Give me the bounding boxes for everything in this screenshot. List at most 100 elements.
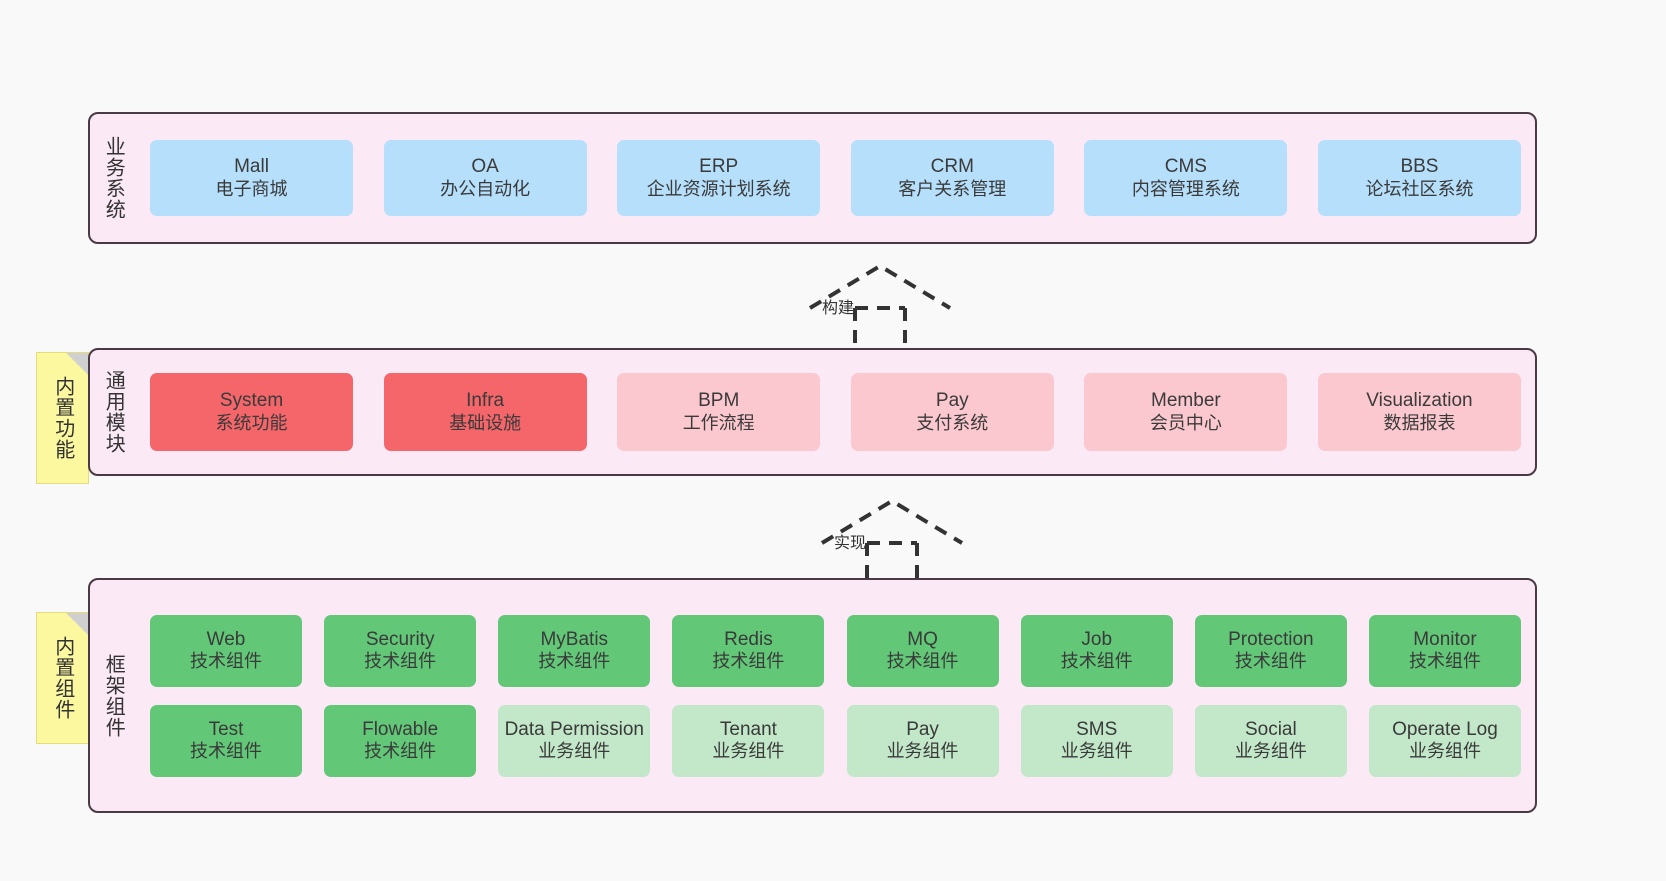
card-name: Tenant [719,718,777,740]
card-desc: 办公自动化 [440,178,531,199]
card-name: Pay [906,718,939,740]
card-desc: 业务组件 [1060,741,1133,762]
card-name: Flowable [362,718,439,740]
connector-implement-label: 实现 [834,535,867,552]
connector-implement: 实现 [812,493,972,588]
card-desc: 技术组件 [886,651,959,672]
card-name: Security [365,628,435,650]
card-name: MQ [907,628,938,650]
card-desc: 系统功能 [215,412,288,433]
card-name: SMS [1076,718,1118,740]
card-name: System [219,390,284,412]
card-desc: 技术组件 [190,651,262,672]
card-desc: 技术组件 [1234,651,1307,672]
card-name: Mall [234,156,269,178]
card-desc: 业务组件 [712,741,785,762]
card-name: ERP [699,156,739,178]
card-desc: 技术组件 [190,741,262,762]
layer-common-modules-title: 通用模块 [102,370,125,454]
card-desc: 论坛社区系统 [1365,178,1474,199]
card-desc: 技术组件 [1408,651,1481,672]
card-desc: 业务组件 [1234,741,1307,762]
card-desc: 业务组件 [886,741,959,762]
card-name: Operate Log [1392,718,1498,740]
connector-build: 构建 [800,258,960,353]
card-desc: 会员中心 [1149,412,1222,433]
card-desc: 工作流程 [682,412,755,433]
card-desc: 基础设施 [449,412,522,433]
card-desc: 内容管理系统 [1131,178,1240,199]
card-name: Job [1081,628,1113,650]
card-desc: 企业资源计划系统 [646,178,791,199]
card-name: CMS [1164,156,1207,178]
card-name: MyBatis [540,628,609,650]
card-desc: 数据报表 [1383,412,1456,433]
card-name: Social [1244,718,1297,740]
card-desc: 技术组件 [712,651,785,672]
card-desc: 技术组件 [1060,651,1133,672]
connector-build-label: 构建 [822,300,855,317]
card-desc: 技术组件 [538,651,611,672]
card-name: Infra [466,390,505,412]
card-desc: 业务组件 [1408,741,1481,762]
card-name: Redis [724,628,773,650]
card-name: Monitor [1413,628,1477,650]
card-name: Member [1151,390,1221,412]
note-builtin-features: 内置功能 [36,352,89,484]
card-name: CRM [930,156,974,178]
card-name: Protection [1228,628,1314,650]
card-desc: 业务组件 [538,741,611,762]
layer-framework-components-title: 框架组件 [102,653,125,738]
card-name: Pay [935,390,969,412]
card-desc: 技术组件 [364,651,437,672]
card-name: BBS [1400,156,1439,178]
card-name: Test [208,718,244,740]
note-builtin-components: 内置组件 [36,612,89,744]
card-name: Visualization [1366,390,1473,412]
card-desc: 电子商城 [215,178,288,199]
card-desc: 技术组件 [364,741,437,762]
card-desc: 支付系统 [916,412,989,433]
card-name: Web [206,628,246,650]
layer-business-systems-title: 业务系统 [102,136,125,220]
card-desc: 客户关系管理 [898,178,1007,199]
card-name: BPM [698,390,740,412]
card-name: OA [471,156,499,178]
card-name: Data Permission [504,718,644,740]
